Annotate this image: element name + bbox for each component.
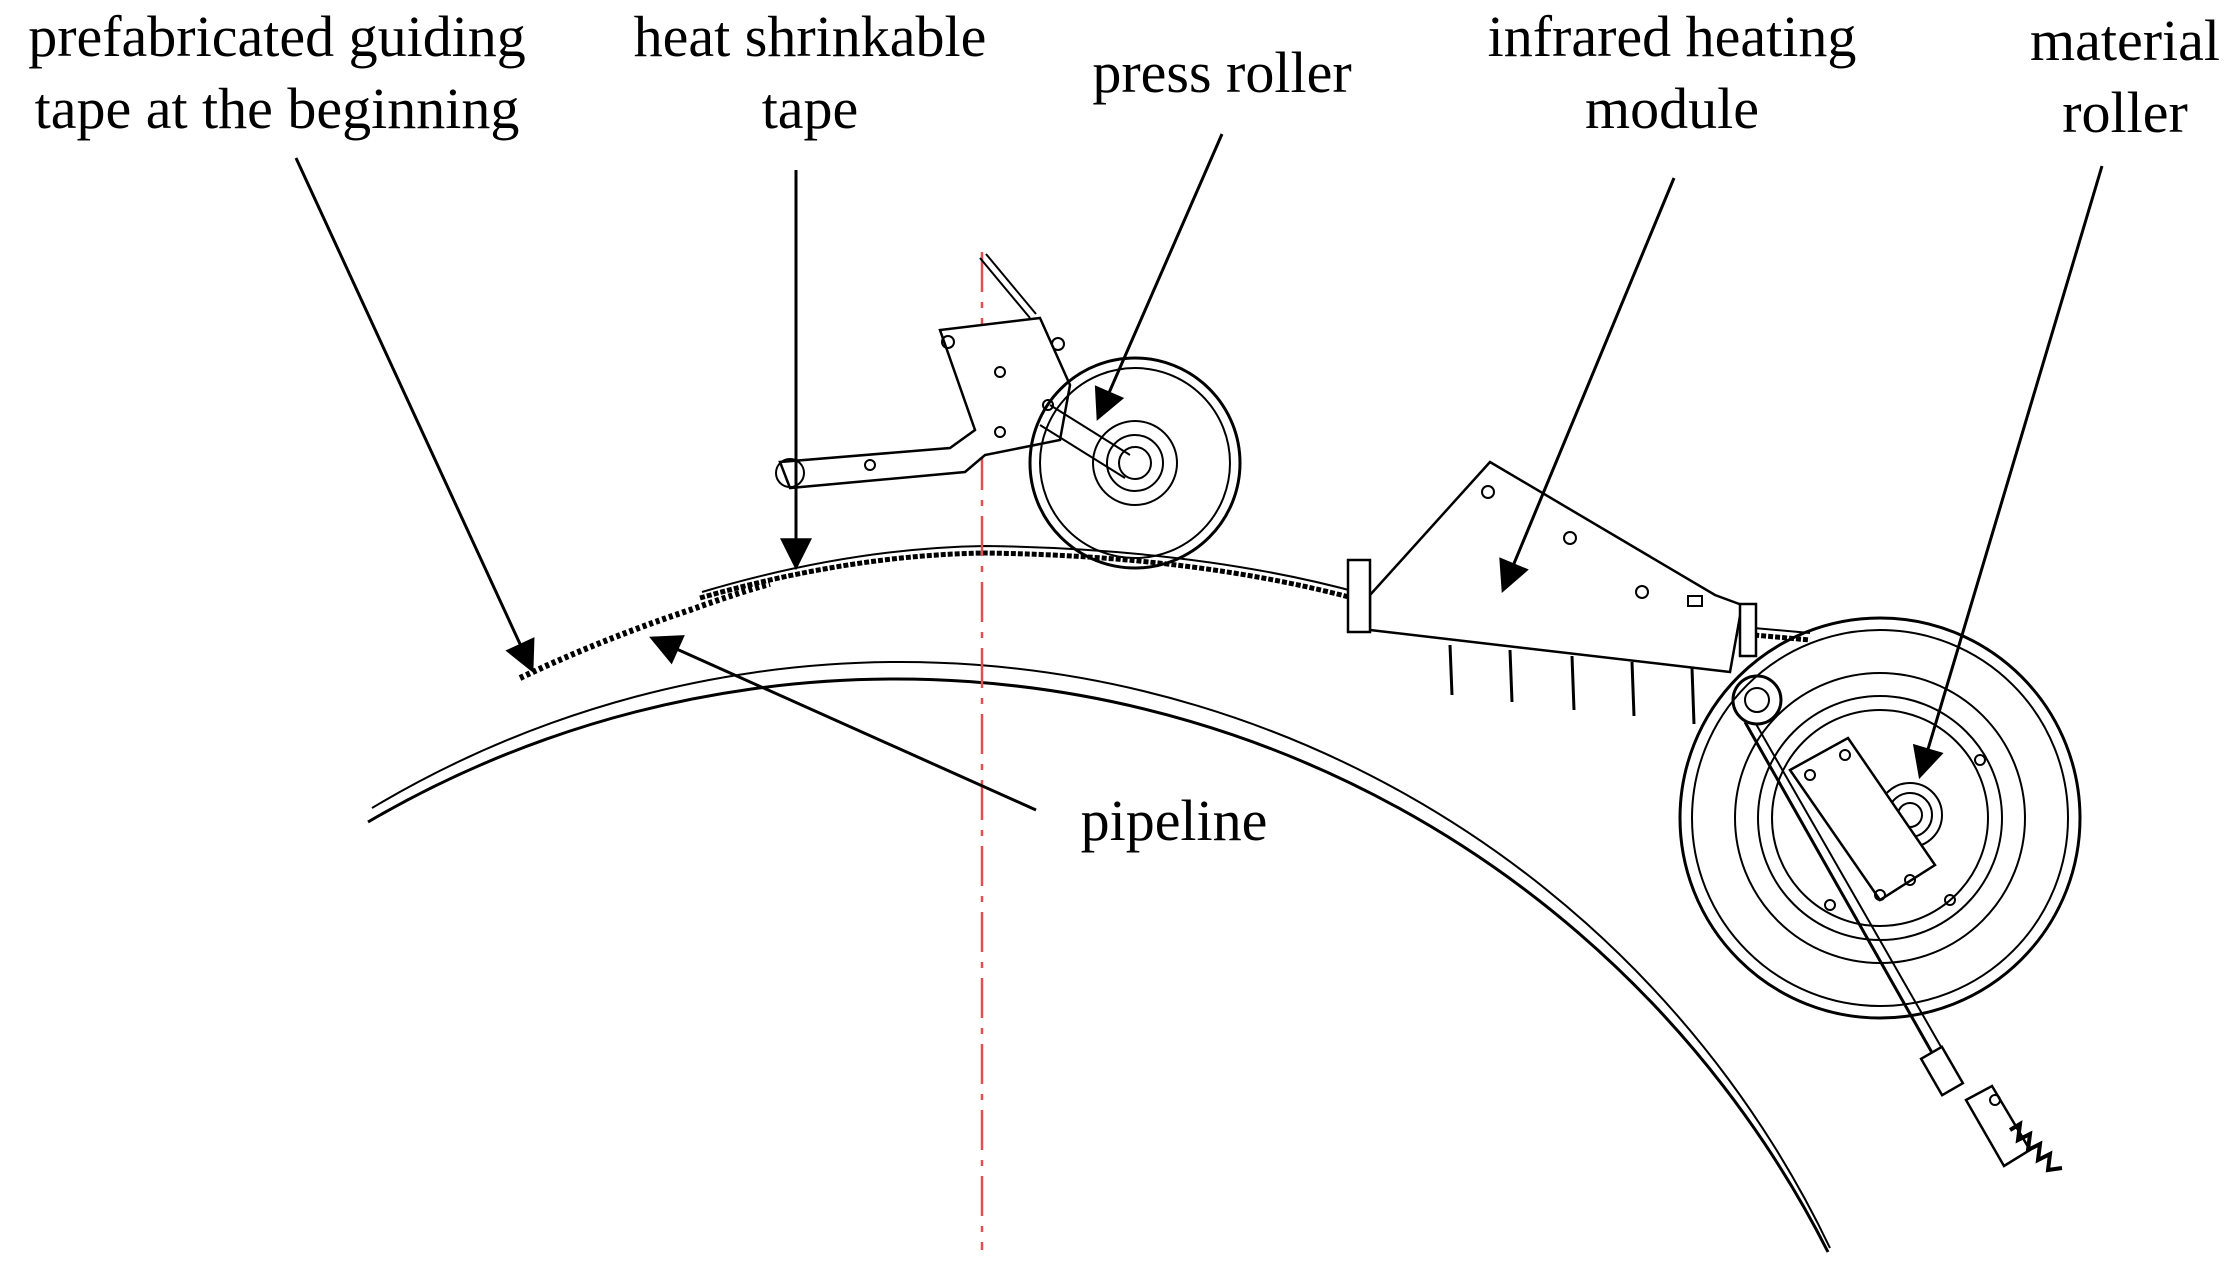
- press-roller-assembly: [775, 253, 1131, 490]
- prefabricated-guiding-tape: [518, 581, 771, 681]
- arrow-prefabricated-tape: [294, 157, 535, 673]
- label-material-line1: material: [2030, 8, 2220, 73]
- label-pipeline: pipeline: [1081, 788, 1268, 853]
- label-press-roller: press roller: [1092, 40, 1351, 105]
- label-infrared-line2: module: [1585, 76, 1759, 141]
- guide-idler: [1731, 674, 1783, 726]
- label-heat-line1: heat shrinkable: [634, 4, 987, 69]
- material-roller: [1678, 616, 2082, 1020]
- infrared-heating-module: [1346, 460, 1758, 725]
- label-prefab-line1: prefabricated guiding: [28, 4, 526, 69]
- arrow-pipeline: [649, 635, 1037, 812]
- label-heat-line2: tape: [762, 76, 859, 141]
- label-material-line2: roller: [2062, 80, 2188, 145]
- arrow-material-roller: [1912, 165, 2104, 780]
- label-prefab-line2: tape at the beginning: [35, 76, 520, 141]
- tape-feed-and-tensioner: [1743, 721, 2063, 1173]
- pipeline: [367, 661, 1831, 1253]
- press-roller: [1028, 356, 1242, 570]
- label-infrared-line1: infrared heating: [1488, 4, 1857, 69]
- arrow-infrared-module: [1499, 177, 1676, 593]
- arrow-press-roller: [1094, 133, 1224, 421]
